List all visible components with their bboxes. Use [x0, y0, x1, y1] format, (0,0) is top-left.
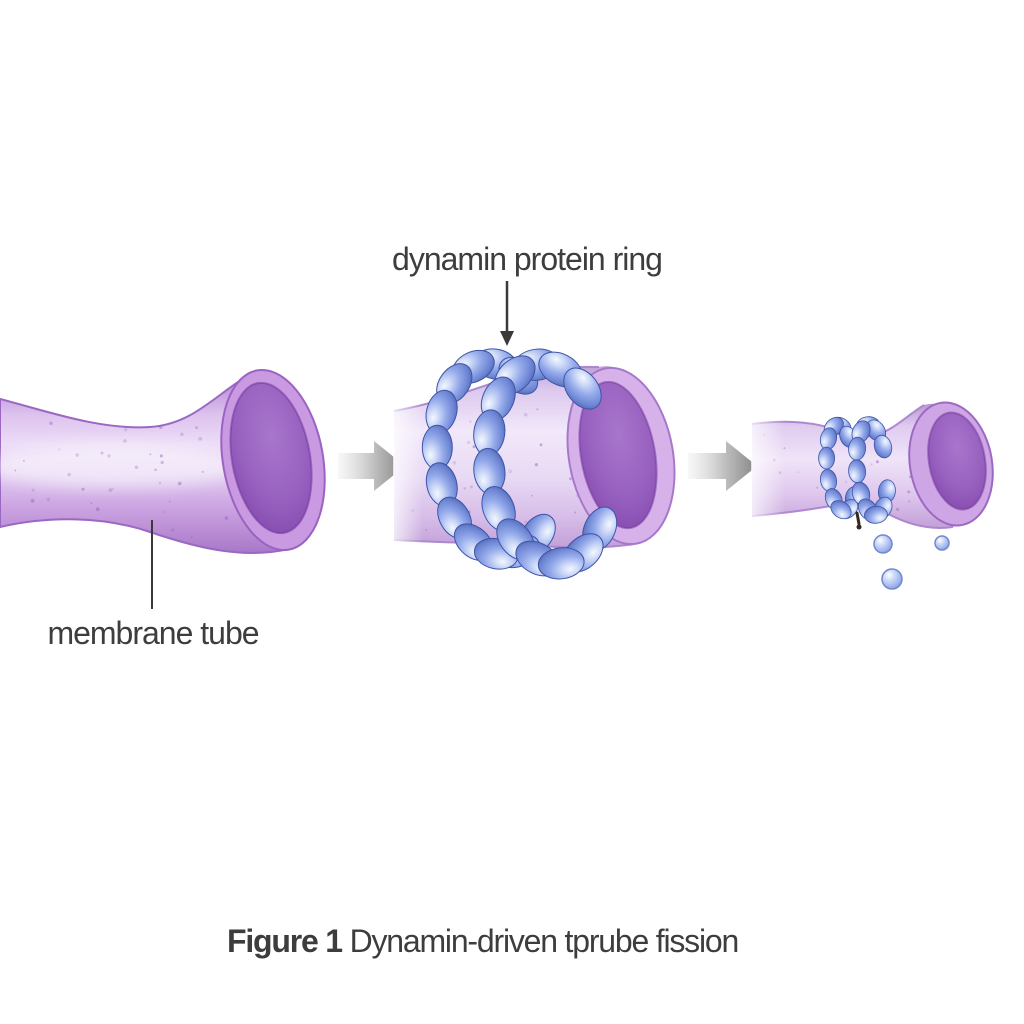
droplet	[934, 535, 950, 551]
stage-arrow-right-icon	[338, 441, 405, 491]
tube-fade-edge	[751, 415, 785, 525]
caption-text: Dynamin-driven tprube fission	[341, 923, 740, 959]
drip-dot	[856, 524, 862, 530]
tube-label: membrane tube	[47, 615, 259, 651]
stage-membrane-tube	[0, 368, 326, 554]
tube-highlight	[0, 444, 245, 488]
dynamin-ring-strand	[473, 348, 618, 580]
droplet	[873, 534, 893, 554]
figure-caption: Figure 1 Dynamin-driven tprube fission	[227, 923, 740, 960]
stage-dynamin-ring	[393, 348, 676, 580]
annotations	[151, 281, 514, 609]
tube-opening-lumen	[229, 381, 313, 535]
drip-mark	[855, 511, 861, 526]
ring-label-arrowhead-icon	[500, 331, 514, 346]
tube-fade-edge	[393, 400, 423, 550]
stage-arrow-right-icon	[688, 441, 757, 491]
released-droplets	[873, 534, 950, 590]
tube-opening-lumen	[578, 380, 658, 530]
tube-opening-lumen	[927, 411, 987, 511]
droplet	[881, 568, 903, 590]
caption-number: Figure 1	[227, 923, 343, 959]
stage-fission	[751, 401, 994, 590]
ring-label: dynamin protein ring	[392, 241, 663, 277]
dynamin-ring-strand	[848, 416, 896, 524]
